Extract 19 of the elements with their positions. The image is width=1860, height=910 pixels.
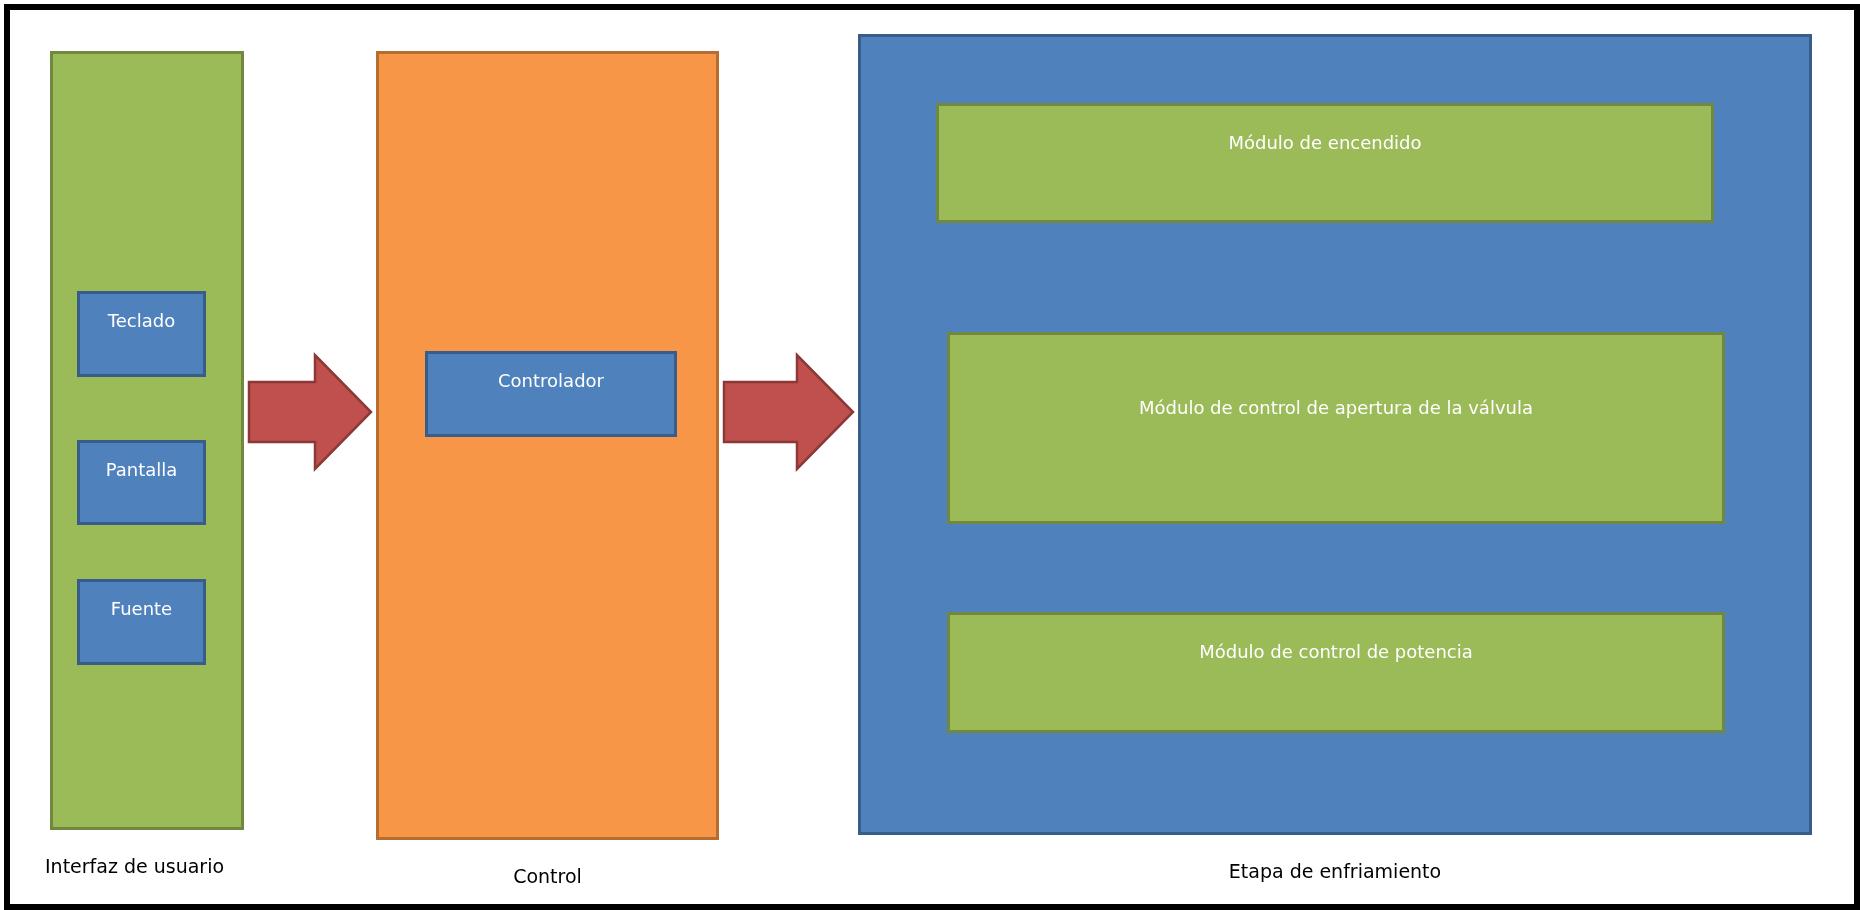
group-label: Interfaz de usuario [45,855,225,877]
box-label: Fuente [109,598,174,619]
module-box [947,332,1725,524]
box-label: Teclado [106,310,177,331]
box-label: Módulo de encendido [1227,132,1423,153]
box-label: Controlador [497,370,605,391]
module-box [936,103,1714,223]
process-box [77,291,206,377]
module-box [947,612,1725,733]
box-label: Módulo de control de apertura de la válvula [1138,397,1534,418]
box-label: Módulo de control de potencia [1198,641,1474,662]
group-label: Control [513,865,582,887]
process-box [77,579,206,665]
box-label: Pantalla [104,459,179,480]
group-label: Etapa de enfriamiento [1228,860,1442,882]
process-box [425,351,677,437]
block-arrow [247,351,373,473]
process-box [77,440,206,525]
block-arrow [722,351,855,473]
